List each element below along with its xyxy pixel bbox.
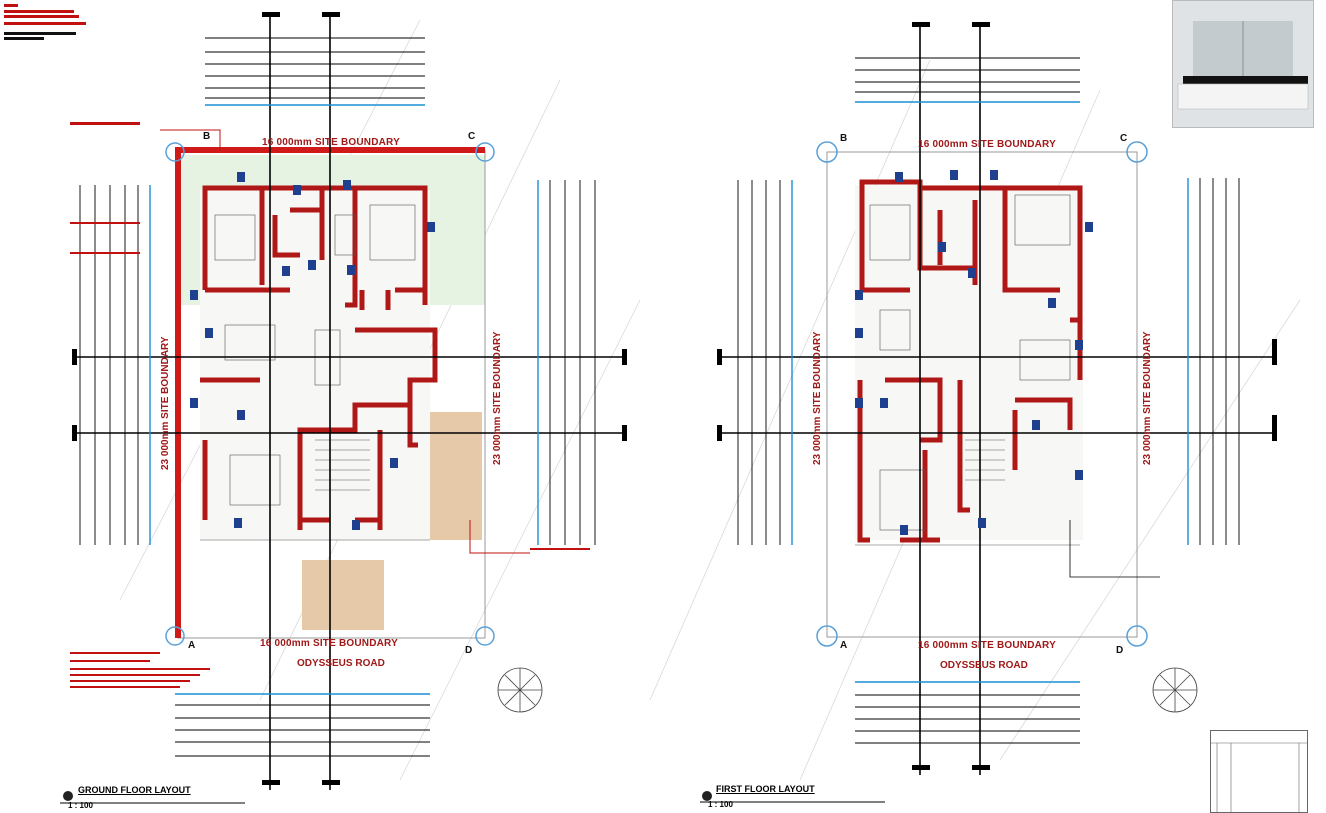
interior-lines (200, 204, 430, 541)
ff-scale: 1 : 100 (708, 800, 733, 809)
north-arrow (1152, 667, 1198, 713)
ff-boundary-bottom: 16 000mm SITE BOUNDARY (918, 640, 1056, 651)
bottom-dimensions (855, 694, 1080, 744)
ff-grid-d: D (1116, 645, 1124, 656)
grid-bubbles (816, 141, 1148, 647)
top-dimensions (205, 37, 425, 99)
boundary-red-edge (175, 147, 485, 638)
section-markers (717, 22, 1277, 770)
ff-boundary-top: 16 000mm SITE BOUNDARY (918, 139, 1056, 150)
window-tags (190, 172, 435, 530)
bottom-dimensions (175, 704, 430, 757)
window-tags (855, 170, 1093, 535)
annotation-leader (1069, 520, 1160, 578)
gf-scale: 1 : 100 (68, 801, 93, 810)
ff-grid-a: A (840, 640, 848, 651)
left-dimensions (79, 185, 139, 545)
walls (200, 185, 438, 530)
render-thumbnail (1172, 0, 1314, 128)
section-markers (72, 12, 627, 785)
ff-grid-c: C (1120, 133, 1128, 144)
north-arrow (497, 667, 543, 713)
paving-area-2 (302, 560, 384, 630)
ff-road-name: ODYSSEUS ROAD (940, 660, 1028, 671)
section-lines (720, 25, 1275, 775)
site-boundary (826, 151, 1138, 638)
gf-grid-b: B (203, 131, 211, 142)
top-dimensions (855, 57, 1080, 93)
gf-grid-d: D (465, 645, 473, 656)
gf-boundary-top: 16 000mm SITE BOUNDARY (262, 137, 400, 148)
title-marker-icon (63, 791, 73, 801)
side-notes (70, 122, 590, 688)
gf-boundary-right: 23 000mm SITE BOUNDARY (492, 331, 503, 465)
title-marker-icon (702, 791, 712, 801)
left-dimensions (737, 180, 781, 545)
ff-grid-b: B (840, 133, 848, 144)
ground-floor-plan (60, 12, 627, 804)
right-dimensions (1199, 178, 1240, 545)
building-floor (855, 185, 1083, 540)
grid-bubbles (165, 142, 495, 646)
interior-lines (855, 194, 1080, 546)
header-notes (4, 4, 86, 40)
ff-boundary-left: 23 000mm SITE BOUNDARY (812, 331, 823, 465)
ff-boundary-right: 23 000mm SITE BOUNDARY (1142, 331, 1153, 465)
first-floor-plan (700, 22, 1277, 803)
gf-title: GROUND FLOOR LAYOUT (78, 785, 191, 795)
detail-box (1210, 730, 1308, 813)
gf-boundary-bottom: 16 000mm SITE BOUNDARY (260, 638, 398, 649)
gf-road-name: ODYSSEUS ROAD (297, 658, 385, 669)
gf-grid-a: A (188, 640, 196, 651)
gf-grid-c: C (468, 131, 476, 142)
gf-boundary-left: 23 000mm SITE BOUNDARY (160, 336, 171, 470)
right-dimensions (549, 180, 596, 545)
red-leaders (160, 129, 530, 554)
section-lines (75, 15, 625, 790)
ff-title: FIRST FLOOR LAYOUT (716, 784, 815, 794)
